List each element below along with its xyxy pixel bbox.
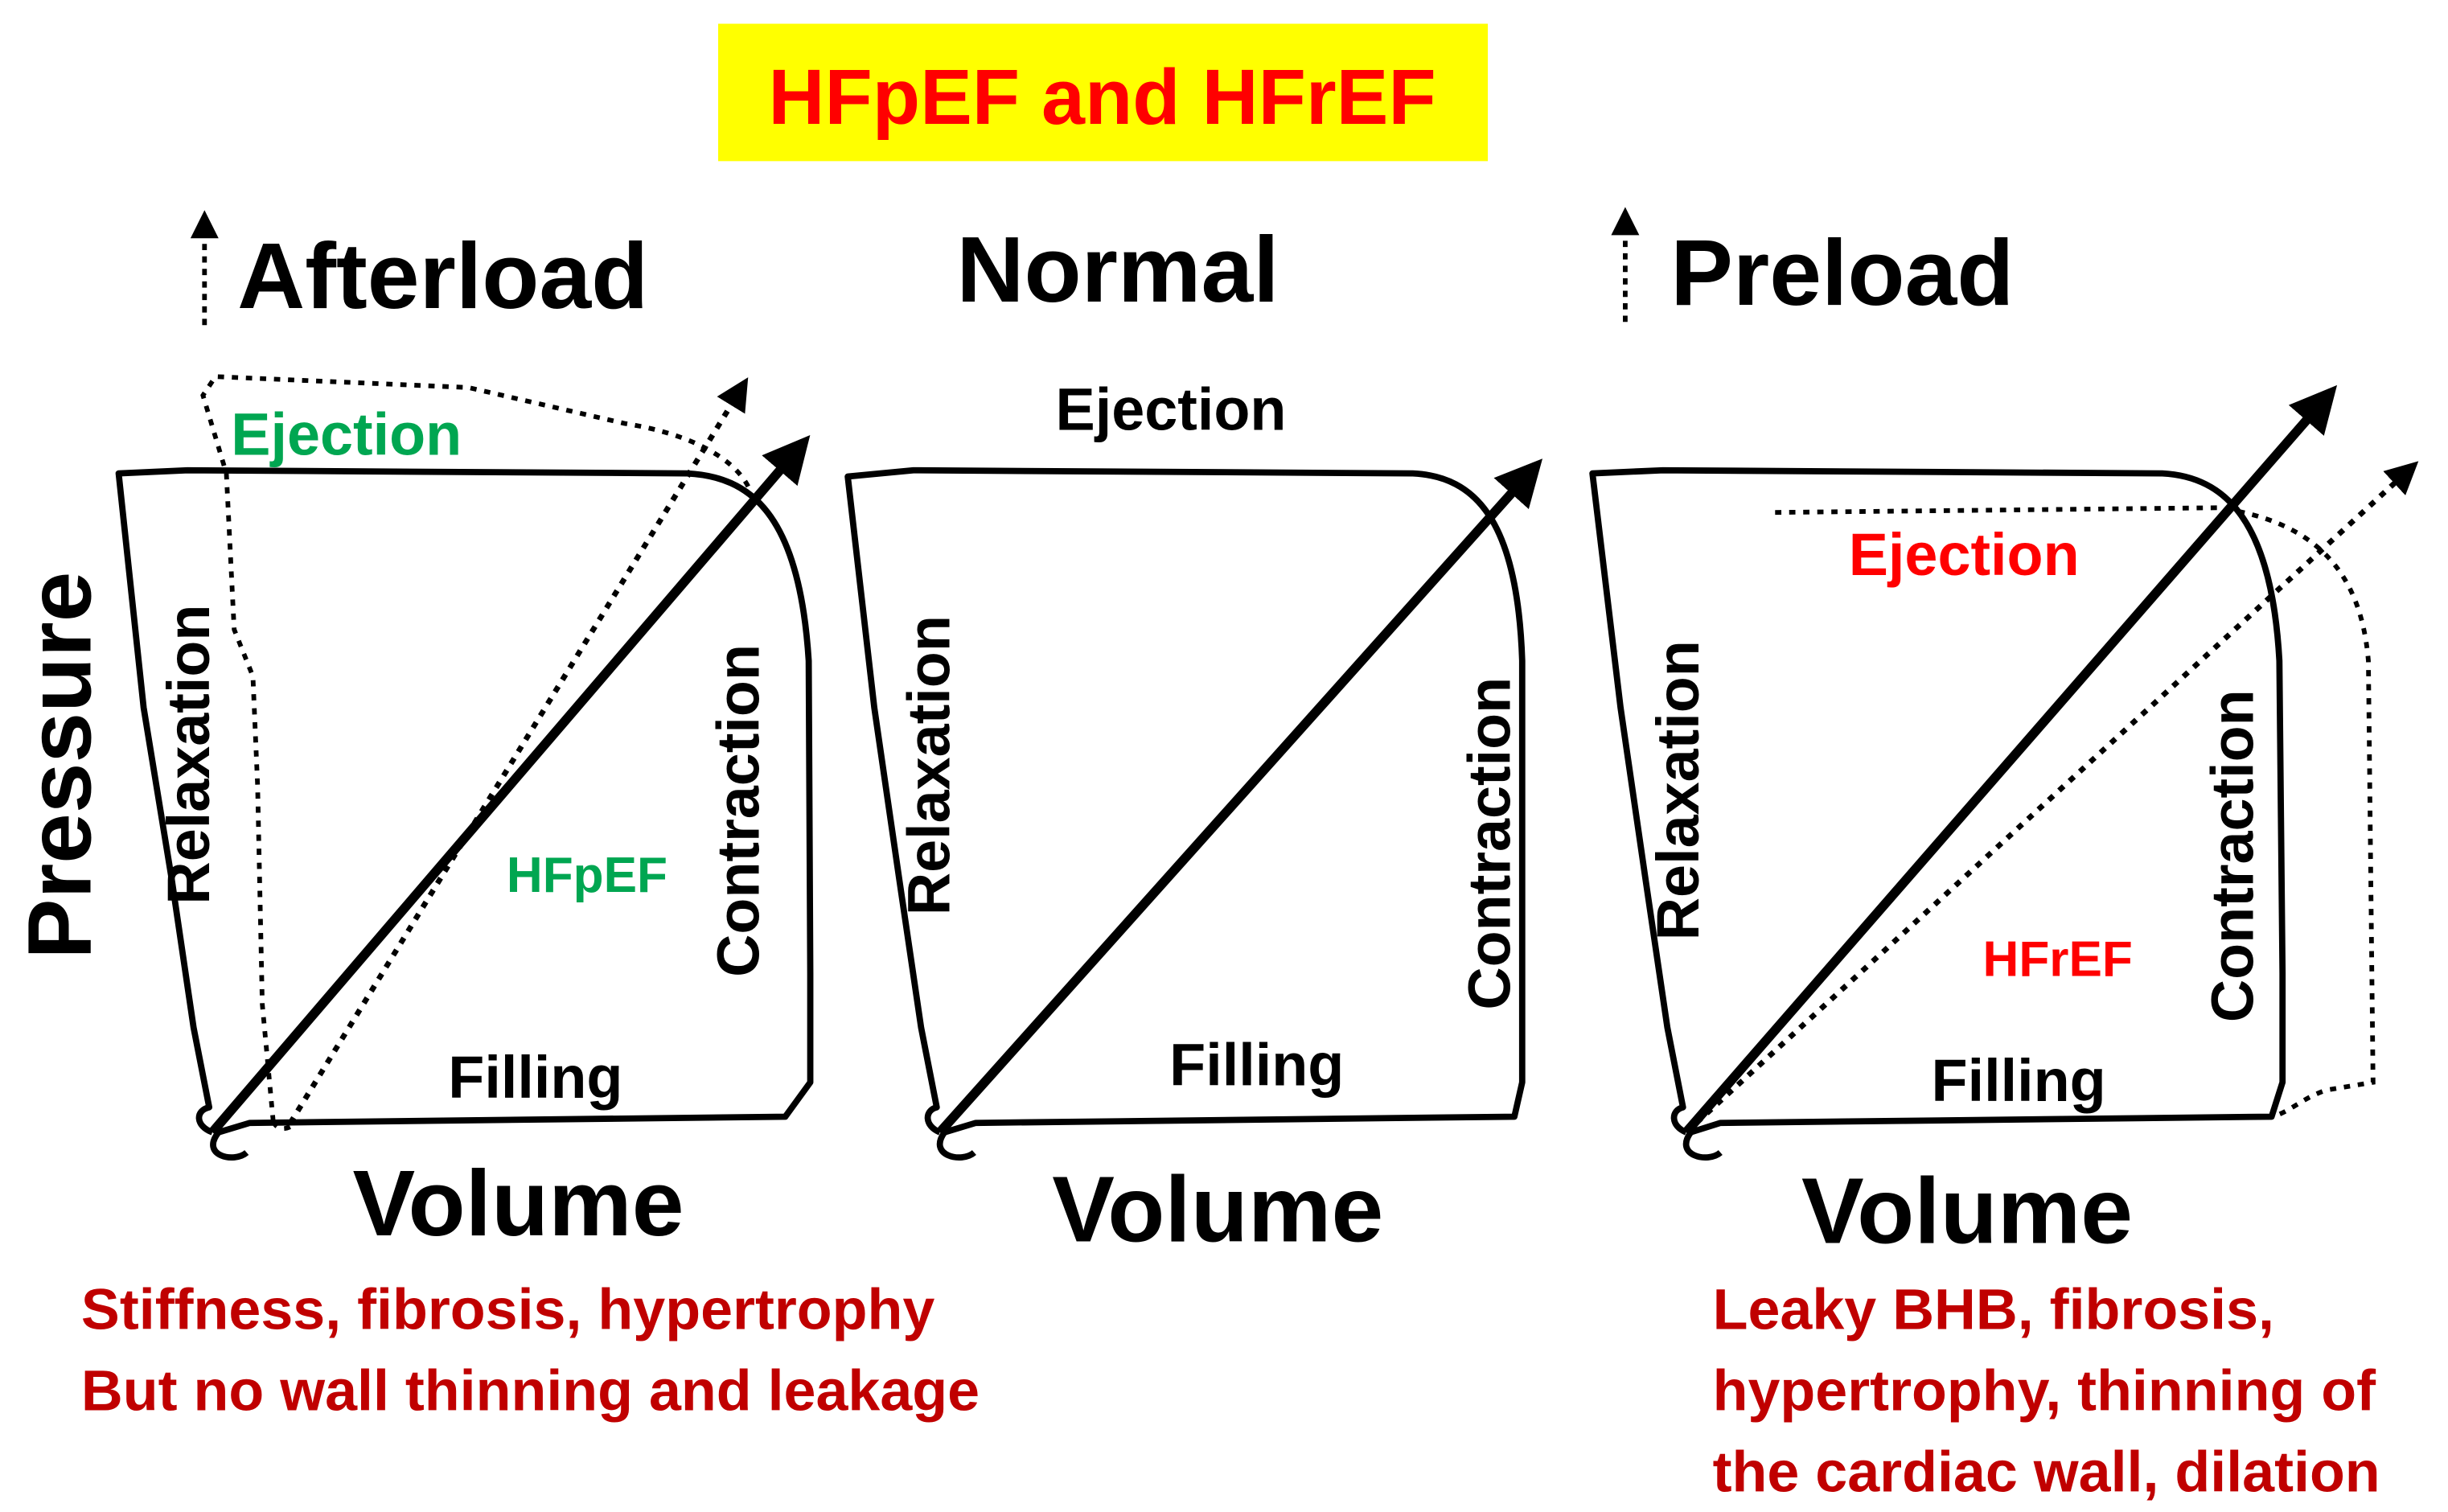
y-axis-label: Pressure xyxy=(9,572,110,959)
note-line: hypertrophy, thinning of xyxy=(1713,1358,2376,1423)
note-line: But no wall thinning and leakage xyxy=(81,1358,980,1423)
label-volume: Volume xyxy=(353,1151,684,1255)
pv-loop-afterload xyxy=(200,374,752,1122)
title-banner xyxy=(718,23,1489,162)
esp-arrow-dotted xyxy=(1684,461,2419,1135)
label-relaxation: Relaxation xyxy=(1645,640,1711,940)
pv-loop-preload xyxy=(1775,505,2376,1120)
label-filling: Filling xyxy=(1932,1047,2106,1114)
note-line: Stiffness, fibrosis, hypertrophy xyxy=(81,1277,934,1341)
esp-arrow-solid xyxy=(208,434,811,1136)
label-condition: HFpEF xyxy=(507,848,667,903)
note-right: Leaky BHB, fibrosis, hypertrophy, thinni… xyxy=(1713,1277,2380,1504)
label-contraction: Contraction xyxy=(2199,689,2265,1022)
label-relaxation: Relaxation xyxy=(155,605,222,905)
label-filling: Filling xyxy=(1169,1032,1344,1099)
label-condition: HFrEF xyxy=(1982,932,2132,988)
label-contraction: Contraction xyxy=(704,644,771,977)
panel-preload: Preload Ejection Relaxation Contraction … xyxy=(1589,207,2419,1263)
label-contraction: Contraction xyxy=(1456,677,1522,1010)
label-volume: Volume xyxy=(1052,1157,1383,1262)
pv-loop-normal xyxy=(1589,466,2286,1161)
esp-arrow-solid xyxy=(936,458,1543,1136)
esp-arrow-solid xyxy=(1682,384,2338,1136)
panel-afterload: Afterload Ejection Relaxation Contractio… xyxy=(115,210,814,1255)
pv-loop-afterload-bottom xyxy=(271,1120,298,1132)
note-line: the cardiac wall, dilation xyxy=(1713,1440,2380,1504)
panel-heading: Preload xyxy=(1670,220,2014,325)
label-ejection: Ejection xyxy=(1056,376,1287,442)
label-ejection: Ejection xyxy=(1849,521,2080,588)
panel-normal: Normal Ejection Relaxation Contraction F… xyxy=(844,217,1543,1262)
label-volume: Volume xyxy=(1801,1159,2133,1263)
panel-heading: Normal xyxy=(956,217,1279,322)
panel-heading: Afterload xyxy=(237,224,648,328)
label-filling: Filling xyxy=(448,1044,622,1111)
note-line: Leaky BHB, fibrosis, xyxy=(1713,1277,2274,1341)
note-left: Stiffness, fibrosis, hypertrophy But no … xyxy=(81,1277,980,1423)
label-relaxation: Relaxation xyxy=(895,615,962,915)
pv-loop-normal xyxy=(844,466,1526,1161)
page-title: HFpEF and HFrEF xyxy=(768,53,1436,141)
pv-loop-normal xyxy=(115,466,814,1161)
esp-arrow-dotted xyxy=(288,377,749,1124)
label-ejection: Ejection xyxy=(231,401,462,467)
